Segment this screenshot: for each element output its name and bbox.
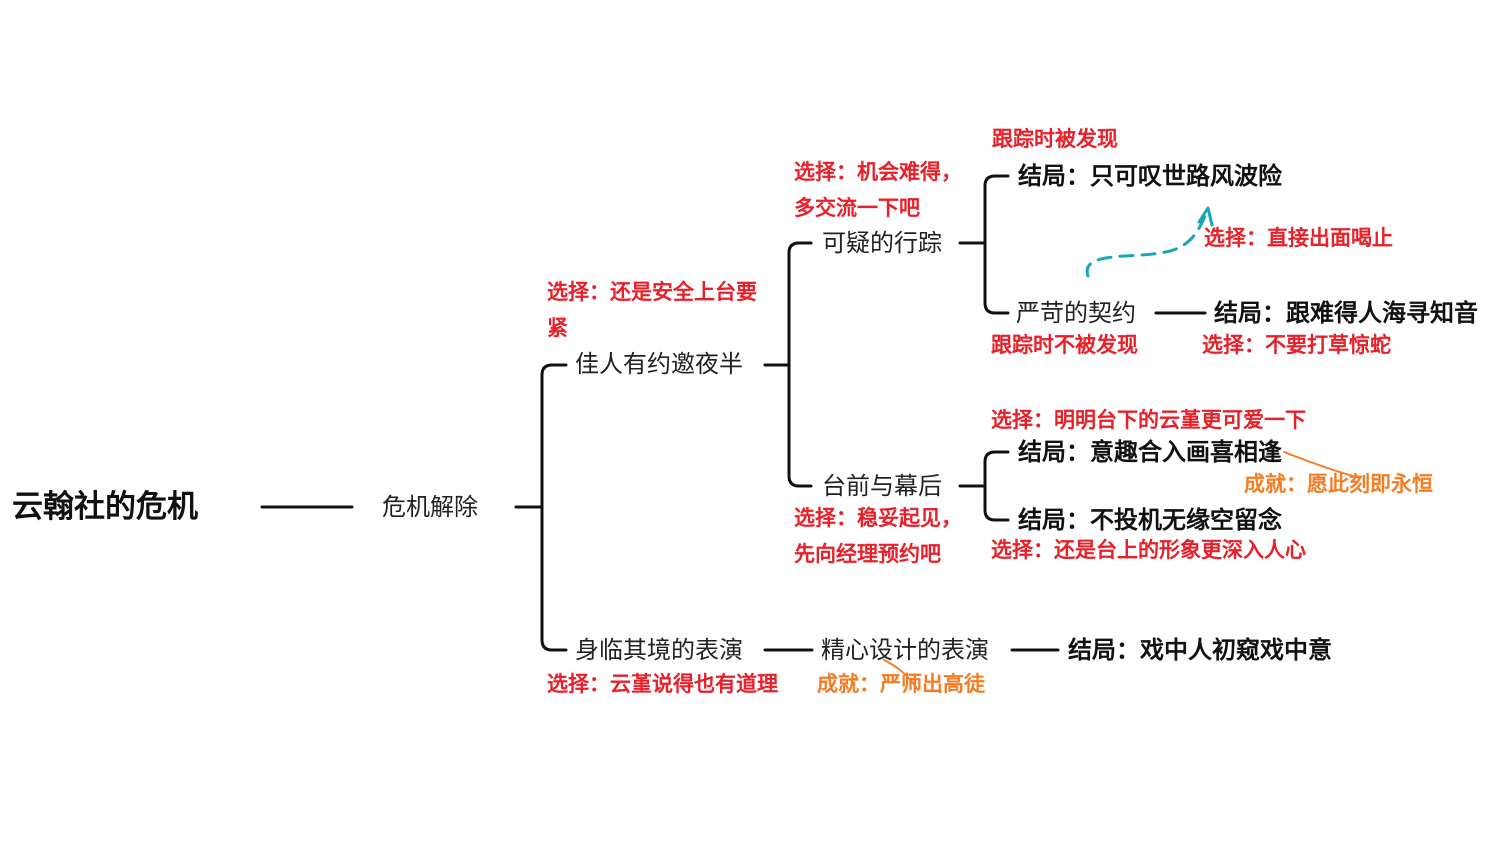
achievement-eternal-moment: 成就：愿此刻即永恒	[1244, 472, 1433, 496]
dashed-arrow	[1085, 212, 1208, 278]
level1-bracket	[540, 363, 568, 652]
choice-dont-alert: 选择：不要打草惊蛇	[1202, 333, 1391, 357]
ending-happy-meeting: 结局：意趣合入画喜相逢	[1018, 438, 1282, 466]
branch-a-bracket	[787, 241, 813, 488]
sub2-end1-choice: 选择：明明台下的云堇更可爱一下	[991, 408, 1306, 432]
achievement-pointer-line	[1283, 451, 1361, 479]
achievement-pointer-line-2	[883, 659, 919, 691]
sub1-node: 可疑的行踪	[822, 229, 942, 257]
ending-no-match: 结局：不投机无缘空留念	[1018, 506, 1282, 534]
ending-perilous-world: 结局：只可叹世路风波险	[1018, 162, 1282, 190]
strict-contract-condition: 跟踪时不被发现	[991, 333, 1138, 357]
root-node: 云翰社的危机	[12, 489, 198, 525]
sub2-end2-choice: 选择：还是台上的形象更深入人心	[991, 538, 1306, 562]
sub1-choice: 选择：机会难得，多交流一下吧	[794, 160, 962, 220]
branch-b-choice: 选择：云堇说得也有道理	[547, 672, 778, 696]
ending-find-soulmate: 结局：跟难得人海寻知音	[1214, 299, 1478, 327]
end1-condition: 跟踪时被发现	[992, 127, 1118, 151]
dashed-arrow-head	[1197, 206, 1214, 227]
branch-a-node: 佳人有约邀夜半	[575, 350, 743, 378]
achievement-strict-teacher: 成就：严师出高徒	[817, 672, 985, 696]
sub2-bracket	[983, 450, 1010, 522]
choice-stop-directly: 选择：直接出面喝止	[1204, 226, 1393, 250]
branch-b-sub-node: 精心设计的表演	[821, 636, 989, 664]
ending-drama-meaning: 结局：戏中人初窥戏中意	[1068, 636, 1332, 664]
branch-a-choice: 选择：还是安全上台要紧	[547, 280, 757, 340]
sub2-choice: 选择：稳妥起见，先向经理预约吧	[794, 506, 962, 566]
sub1-bracket	[983, 174, 1010, 315]
level1-node: 危机解除	[382, 493, 478, 521]
sub2-node: 台前与幕后	[822, 472, 942, 500]
branch-b-node: 身临其境的表演	[575, 636, 743, 664]
strict-contract-node: 严苛的契约	[1016, 299, 1136, 327]
